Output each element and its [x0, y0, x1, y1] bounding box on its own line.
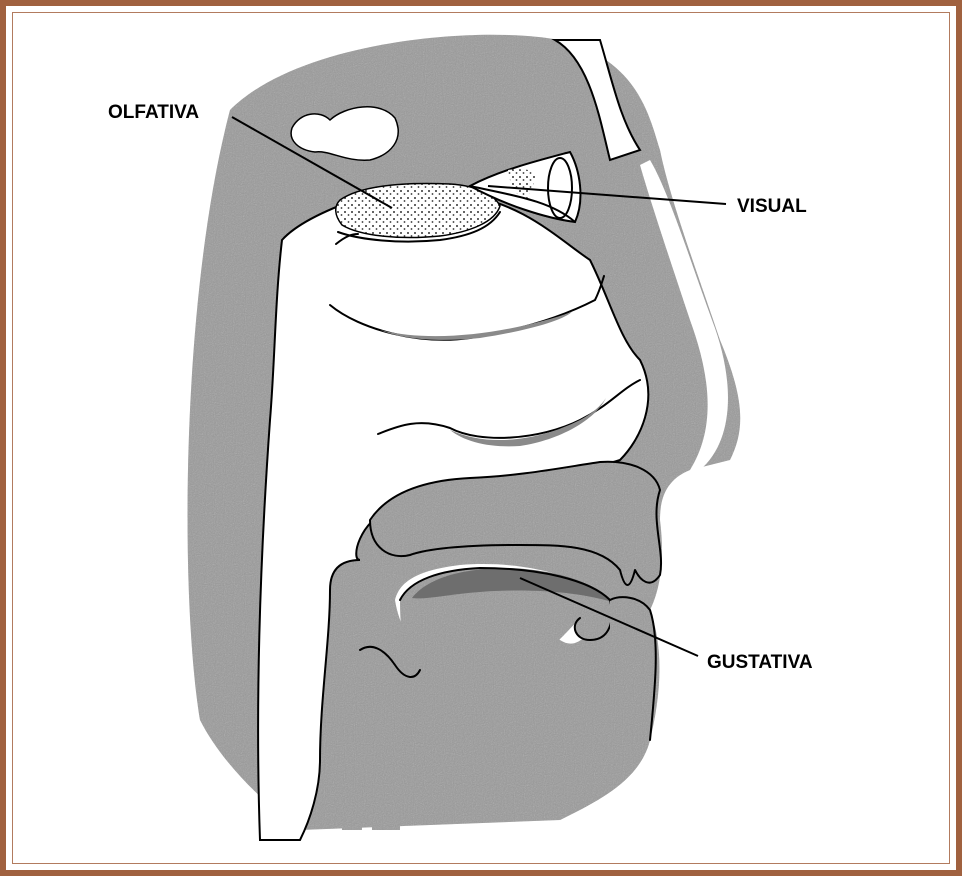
label-visual: VISUAL: [737, 196, 807, 217]
label-olfativa: OLFATIVA: [108, 102, 199, 123]
label-gustativa: GUSTATIVA: [707, 652, 813, 673]
